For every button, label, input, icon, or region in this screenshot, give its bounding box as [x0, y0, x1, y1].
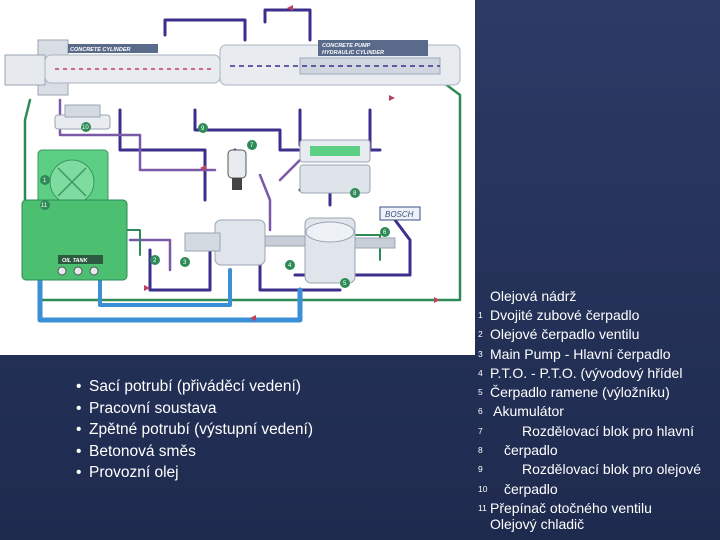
bullet-text: Sací potrubí (přiváděcí vedení): [89, 378, 301, 395]
bullet-text: Zpětné potrubí (výstupní vedení): [89, 421, 314, 438]
legend-number: 6: [478, 406, 483, 417]
legend-text: čerpadlo: [504, 480, 558, 497]
legend-number: 8: [478, 445, 483, 456]
legend-number: 3: [478, 348, 483, 359]
legend-number: 1: [478, 310, 483, 320]
svg-text:6: 6: [383, 230, 387, 236]
concrete-cylinder-label: CONCRETE CYLINDER: [70, 47, 131, 53]
bosch-label: BOSCH: [385, 210, 414, 219]
bullet-text: Betonová směs: [89, 442, 196, 460]
marker-6: 6: [380, 227, 390, 237]
legend-item: 10 čerpadlo: [478, 480, 701, 499]
legend-text: Dvojité zubové čerpadlo: [490, 307, 640, 323]
legend-item: 5 Čerpadlo ramene (výložníku): [478, 383, 701, 402]
diagram-markers: 1 2 3 4 5 6 7 8 9 10 11: [40, 122, 390, 288]
bullet-text: Provozní olej: [89, 464, 179, 481]
legend-number: 10: [478, 483, 488, 494]
legend-text: Čerpadlo ramene (výložníku): [490, 384, 670, 401]
legend-tail: Olejový chladič: [490, 516, 585, 532]
svg-text:5: 5: [343, 281, 347, 287]
bullet-item: •Betonová směs: [76, 442, 196, 460]
pipe-type-list: •Sací potrubí (přiváděcí vedení) •Pracov…: [76, 376, 376, 484]
legend-text: P.T.O. - P.T.O. (vývodový hřídel: [490, 364, 683, 381]
svg-text:8: 8: [353, 191, 357, 197]
legend-text: Olejové čerpadlo ventilu: [490, 326, 640, 343]
legend-item: 4 P.T.O. - P.T.O. (vývodový hřídel: [478, 364, 701, 383]
marker-10: 10: [81, 122, 91, 132]
legend-item: 1 Dvojité zubové čerpadlo: [478, 306, 701, 325]
legend-number: 7: [478, 425, 483, 436]
legend-item: 6 Akumulátor: [478, 402, 701, 421]
legend-number: 4: [478, 367, 483, 378]
hydraulic-diagram-svg: CONCRETE CYLINDER CONCRETE PUMP HYDRAULI…: [4, 5, 462, 323]
main-pump: [184, 219, 311, 266]
bullet-item: •Sací potrubí (přiváděcí vedení): [76, 378, 301, 395]
pump-cylinder-label-2: HYDRAULIC CYLINDER: [322, 50, 384, 56]
svg-text:9: 9: [201, 126, 205, 132]
marker-4: 4: [285, 260, 295, 270]
legend-text: Rozdělovací blok pro hlavní: [522, 422, 694, 439]
marker-5: 5: [340, 278, 350, 288]
marker-9: 9: [198, 123, 208, 133]
hydraulic-diagram: CONCRETE CYLINDER CONCRETE PUMP HYDRAULI…: [0, 0, 475, 355]
svg-text:3: 3: [183, 260, 187, 266]
svg-text:1: 1: [43, 178, 47, 184]
legend-number: 5: [478, 387, 483, 398]
bullet-item: •Zpětné potrubí (výstupní vedení): [76, 421, 314, 438]
svg-text:11: 11: [41, 203, 48, 209]
flow-arrows: [144, 5, 440, 321]
bullet-item: •Provozní olej: [76, 464, 179, 481]
marker-2: 2: [150, 255, 160, 265]
legend-text: čerpadlo: [504, 442, 558, 459]
legend-number: 9: [478, 464, 483, 475]
svg-text:2: 2: [153, 258, 157, 264]
legend-item: 7 Rozdělovací blok pro hlavní: [478, 422, 701, 441]
legend-item: 9 Rozdělovací blok pro olejové: [478, 460, 701, 479]
legend-number: 2: [478, 329, 483, 340]
legend-text: Přepínač otočného ventilu: [490, 499, 652, 516]
bosch-plate: BOSCH: [379, 206, 421, 221]
accumulator: [227, 149, 247, 190]
pump-cylinder-label-1: CONCRETE PUMP: [322, 43, 371, 49]
distribution-block: [299, 139, 371, 194]
concrete-cylinder: CONCRETE CYLINDER: [4, 39, 221, 96]
hydraulic-cylinder: CONCRETE PUMP HYDRAULIC CYLINDER: [219, 40, 461, 86]
legend-heading: Olejová nádrž: [490, 288, 577, 304]
bullet-text: Pracovní soustava: [89, 399, 217, 417]
oil-cooler: [37, 149, 109, 213]
marker-8: 8: [350, 188, 360, 198]
oil-tank-label: OIL TANK: [62, 258, 88, 264]
legend-item: 3 Main Pump - Hlavní čerpadlo: [478, 345, 701, 364]
legend-item: 8 čerpadlo: [478, 441, 701, 460]
marker-3: 3: [180, 257, 190, 267]
svg-text:4: 4: [288, 263, 292, 269]
pto-unit: [304, 217, 396, 284]
switch-valve: [54, 104, 111, 130]
marker-7: 7: [247, 140, 257, 150]
suction-lines: [37, 268, 303, 323]
svg-text:7: 7: [250, 143, 254, 149]
svg-text:10: 10: [82, 125, 89, 131]
marker-11: 11: [40, 200, 50, 210]
legend-text: Akumulátor: [490, 403, 564, 420]
oil-tank: OIL TANK: [21, 199, 128, 281]
component-legend: 1 Dvojité zubové čerpadlo 2 Olejové čerpad…: [478, 306, 701, 518]
legend-number: 11: [478, 502, 487, 513]
legend-text: Rozdělovací blok pro olejové: [522, 461, 701, 478]
marker-1: 1: [40, 175, 50, 185]
legend-item: 2 Olejové čerpadlo ventilu: [478, 325, 701, 344]
bullet-item: •Pracovní soustava: [76, 399, 217, 417]
legend-text: Main Pump - Hlavní čerpadlo: [490, 345, 671, 362]
